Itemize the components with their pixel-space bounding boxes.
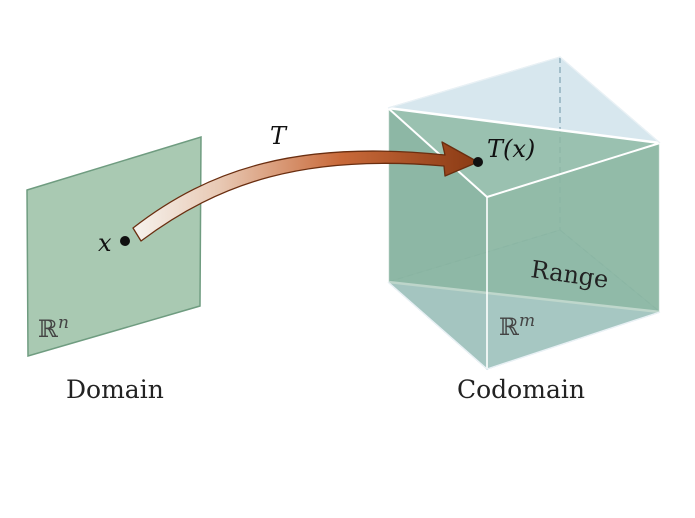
codomain-caption: Codomain <box>457 375 585 404</box>
point-x <box>120 236 130 246</box>
domain-space-symbol: ℝ <box>38 315 59 343</box>
transform-arrow <box>132 141 479 242</box>
codomain-space-exponent: m <box>519 311 535 331</box>
domain-space-exponent: n <box>58 313 69 333</box>
domain-plane <box>26 135 202 357</box>
codomain-space-symbol: ℝ <box>499 313 520 341</box>
domain-space-label: ℝn <box>38 313 69 343</box>
transform-label: T <box>270 122 288 150</box>
codomain-space-label: ℝm <box>499 311 535 341</box>
point-tx-label: T(x) <box>487 135 535 163</box>
point-x-label: x <box>98 229 112 257</box>
point-tx <box>473 157 483 167</box>
domain-caption: Domain <box>66 375 164 404</box>
